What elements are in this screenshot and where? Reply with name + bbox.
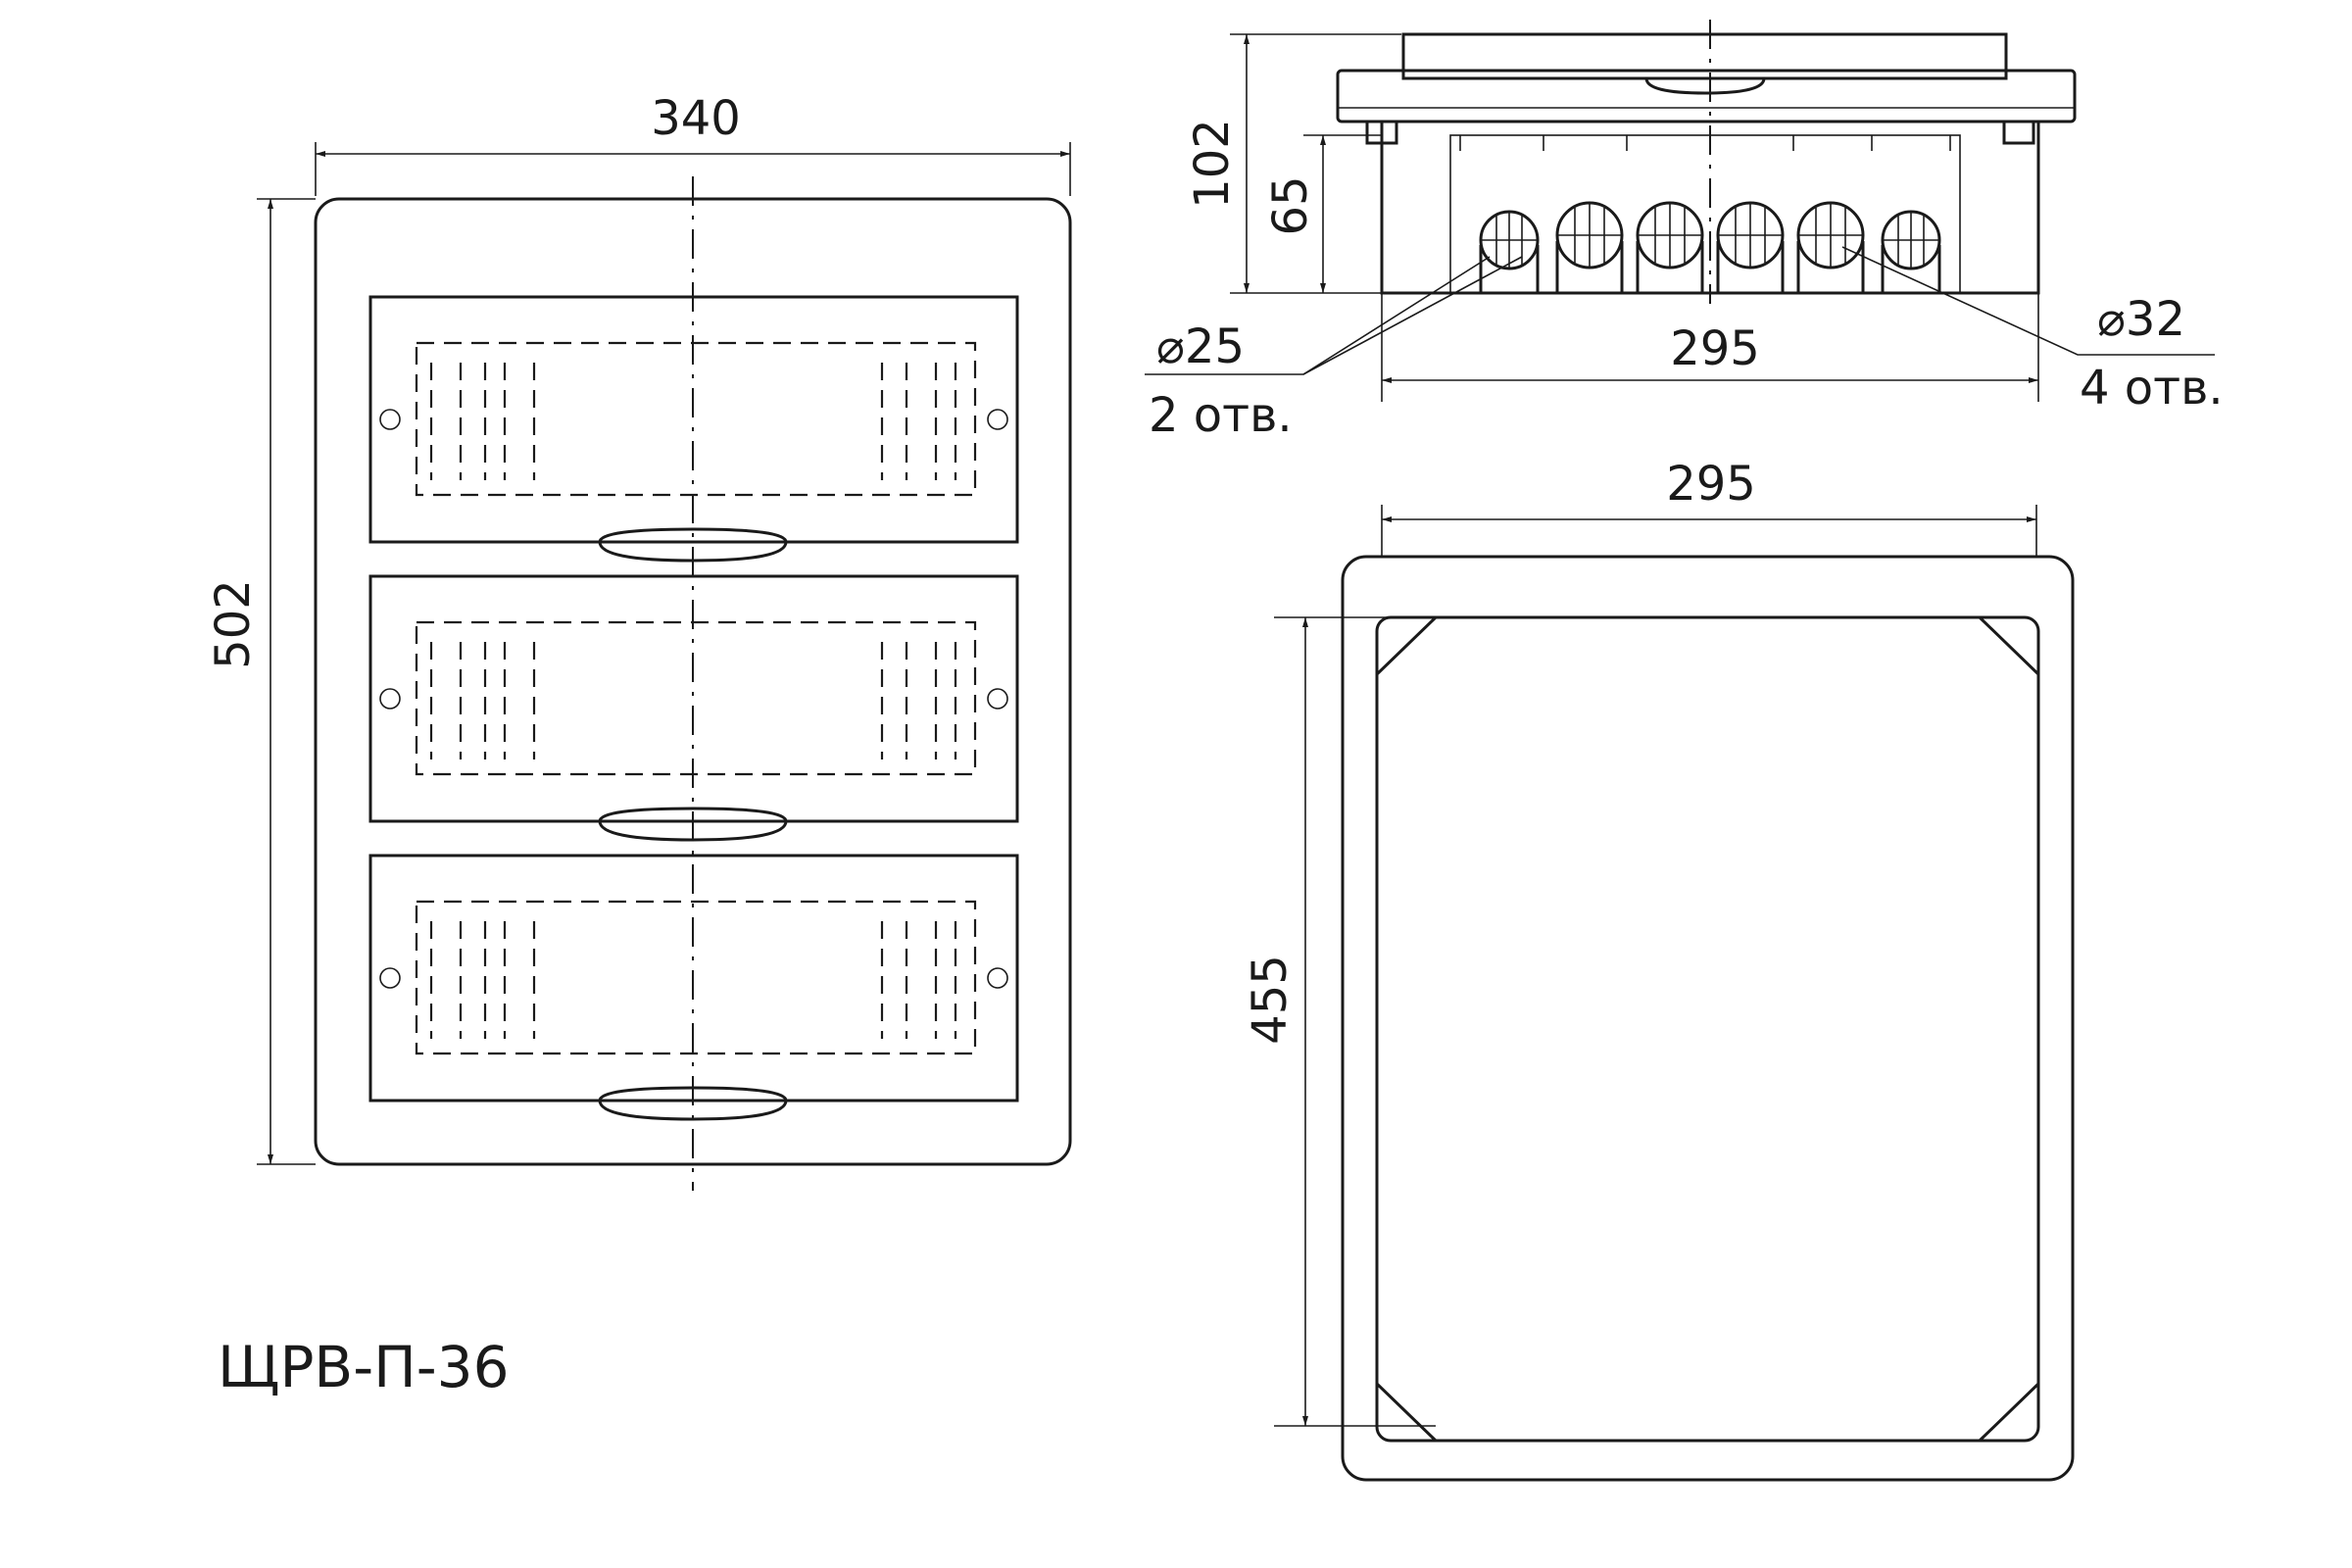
hole-large-count: 4 отв. — [2080, 361, 2224, 416]
side-total-depth-label: 102 — [1185, 119, 1240, 209]
hole-small-diameter: ⌀25 — [1156, 319, 1245, 374]
rail-handle-2 — [598, 807, 788, 842]
hole-large-4 — [1796, 201, 1865, 293]
rail-module-3 — [368, 854, 1019, 1121]
side-width-label: 295 — [1670, 321, 1760, 376]
back-view: 295 455 — [1243, 457, 2075, 1482]
knockout-holes — [1479, 201, 1941, 293]
side-total-depth-dimension: 102 — [1185, 33, 1401, 294]
front-width-label: 340 — [651, 91, 741, 146]
hole-large-2 — [1636, 201, 1704, 293]
side-box-depth-label: 65 — [1263, 175, 1318, 235]
side-width-dimension: 295 — [1381, 293, 2039, 402]
hole-small-left — [1479, 210, 1540, 293]
rail-module-1 — [368, 295, 1019, 563]
hole-large-3 — [1716, 201, 1785, 293]
rail-handle-1 — [598, 527, 788, 563]
back-mounting-opening — [1375, 615, 2040, 1443]
back-width-dimension: 295 — [1381, 457, 2037, 557]
hole-small-count: 2 отв. — [1149, 388, 1293, 443]
back-body-outline — [1341, 555, 2075, 1482]
hole-large-diameter: ⌀32 — [2097, 292, 2185, 347]
hole-large-1 — [1555, 201, 1624, 293]
side-view: 102 65 295 ⌀25 2 отв. ⌀32 4 отв. — [1145, 20, 2224, 443]
rail-handle-3 — [598, 1086, 788, 1121]
callout-small-holes: ⌀25 2 отв. — [1145, 256, 1523, 443]
rail-module-2 — [368, 574, 1019, 842]
side-cover-lid — [1401, 32, 2008, 80]
model-label: ЩРВ-П-36 — [218, 1334, 509, 1400]
front-height-dimension: 502 — [206, 198, 316, 1165]
side-box-depth-dimension: 65 — [1263, 134, 1382, 293]
back-width-label: 295 — [1666, 457, 1756, 512]
front-view: 340 502 — [206, 91, 1072, 1191]
back-height-label: 455 — [1243, 955, 1298, 1045]
front-height-label: 502 — [206, 579, 261, 669]
back-height-dimension: 455 — [1243, 616, 1504, 1427]
front-width-dimension: 340 — [315, 91, 1071, 196]
callout-large-holes: ⌀32 4 отв. — [1841, 246, 2224, 416]
hole-small-right — [1881, 210, 1941, 293]
